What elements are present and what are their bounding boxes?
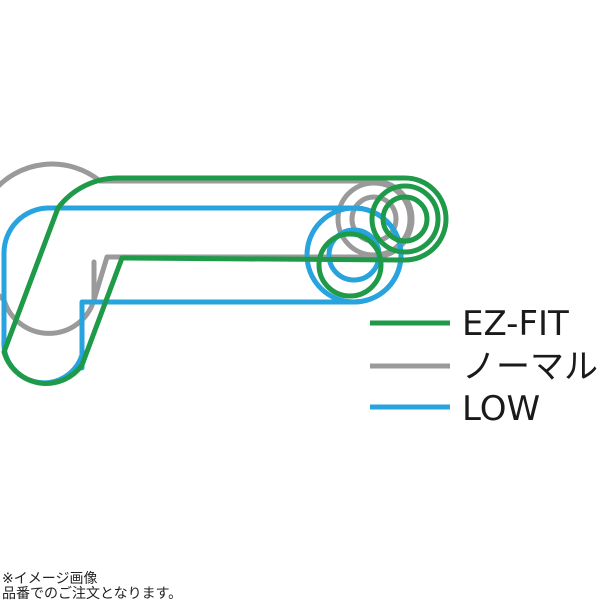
- ez-fit-handlebar-outline: [1, 175, 449, 386]
- image-note: ※イメージ画像: [2, 571, 98, 587]
- normal-handlebar-outline: [0, 161, 415, 336]
- legend-label-low: LOW: [462, 389, 540, 429]
- legend-item-ez-fit: EZ-FIT: [370, 304, 569, 344]
- legend-item-normal: ノーマル: [370, 347, 598, 387]
- legend-label-normal: ノーマル: [462, 347, 598, 387]
- legend: EZ-FIT ノーマル LOW: [370, 304, 598, 429]
- legend-label-ez-fit: EZ-FIT: [462, 304, 569, 344]
- legend-item-low: LOW: [370, 389, 540, 429]
- order-note: 品番でのご注文となります。: [2, 586, 183, 602]
